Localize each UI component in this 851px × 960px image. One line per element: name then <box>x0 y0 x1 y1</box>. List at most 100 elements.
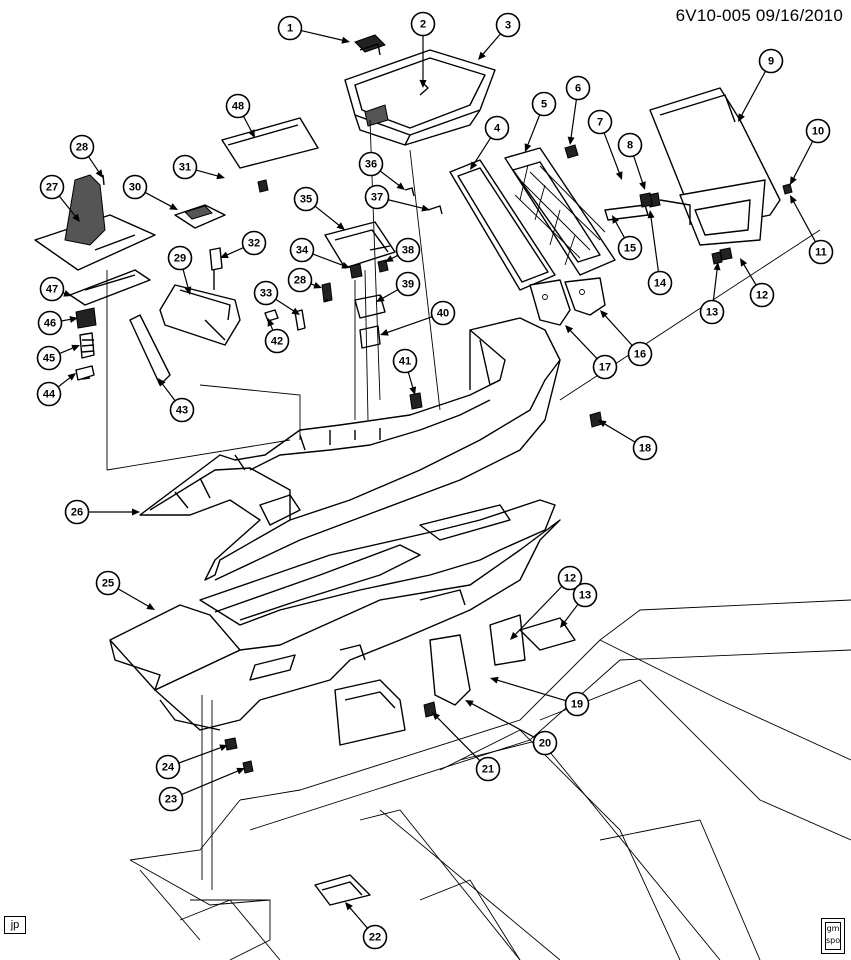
callout-arrowhead-4 <box>470 161 478 170</box>
armrest <box>604 87 793 261</box>
callout-circle <box>395 271 421 297</box>
callout-circle <box>564 691 590 717</box>
callout-label: 25 <box>102 578 114 590</box>
callout-label: 34 <box>296 245 309 257</box>
callout-arrowhead-24 <box>219 744 228 752</box>
callout-label: 23 <box>165 794 177 806</box>
callout-label: 15 <box>624 243 636 255</box>
callout-circle <box>277 15 303 41</box>
callout-44: 44 <box>36 381 62 407</box>
callout-circle <box>253 280 279 306</box>
callout-circle <box>484 115 510 141</box>
callout-3: 3 <box>495 12 521 38</box>
callout-label: 1 <box>287 23 293 35</box>
switch-housing <box>159 117 319 346</box>
callout-7: 7 <box>587 109 613 135</box>
callout-arrowhead-12 <box>740 258 748 267</box>
callout-label: 18 <box>639 443 651 455</box>
callout-label: 8 <box>627 140 633 152</box>
callout-arrowhead-37 <box>421 204 430 212</box>
callout-30: 30 <box>122 174 148 200</box>
gm-spo-logo-text: gm spo <box>825 922 841 950</box>
callout-label: 45 <box>43 353 55 365</box>
callout-label: 13 <box>579 590 591 602</box>
callout-circle <box>69 134 95 160</box>
callout-circle <box>531 91 557 117</box>
callout-arrowhead-46 <box>69 315 78 323</box>
callout-arrowhead-47 <box>63 290 72 297</box>
callout-circle <box>264 328 290 354</box>
callout-43: 43 <box>169 397 195 423</box>
center-plate <box>321 187 443 410</box>
callout-circle <box>241 230 267 256</box>
callout-5: 5 <box>531 91 557 117</box>
callout-circle <box>475 756 501 782</box>
callout-label: 28 <box>76 142 88 154</box>
callout-41: 41 <box>392 348 418 374</box>
callout-arrowhead-17 <box>565 325 574 334</box>
callout-circle <box>358 151 384 177</box>
callout-label: 42 <box>271 336 283 348</box>
callout-circle <box>632 435 658 461</box>
callout-arrowhead-26 <box>132 508 140 516</box>
callout-circle <box>395 237 421 263</box>
callout-circle <box>155 754 181 780</box>
callout-2: 2 <box>410 11 436 37</box>
callout-label: 36 <box>365 159 377 171</box>
callout-circle <box>289 237 315 263</box>
callout-leader-13 <box>563 604 579 624</box>
callout-circle <box>169 397 195 423</box>
callout-label: 4 <box>494 123 501 135</box>
callout-label: 13 <box>706 307 718 319</box>
callout-16: 16 <box>627 341 653 367</box>
callout-arrowhead-32 <box>220 251 229 258</box>
callout-leader-48 <box>243 116 253 133</box>
callout-circle <box>39 276 65 302</box>
callout-26: 26 <box>64 499 90 525</box>
callout-circle <box>287 267 313 293</box>
callout-13: 13 <box>699 299 725 325</box>
callout-leader-40 <box>385 316 432 334</box>
callout-22: 22 <box>362 924 388 950</box>
callout-arrowhead-33 <box>291 307 300 315</box>
callout-15: 15 <box>617 235 643 261</box>
callout-leader-14 <box>650 215 659 272</box>
callout-arrowhead-23 <box>236 767 245 775</box>
callout-arrowhead-35 <box>336 222 345 230</box>
callout-circle <box>364 184 390 210</box>
callout-circle <box>557 565 583 591</box>
callout-leader-39 <box>380 289 398 300</box>
callout-leader-33 <box>275 299 296 313</box>
callout-31: 31 <box>172 154 198 180</box>
storage-compartment <box>344 34 496 146</box>
callout-14: 14 <box>647 270 673 296</box>
callout-leader-41 <box>407 372 414 390</box>
callout-label: 31 <box>179 162 191 174</box>
callout-circle <box>95 570 121 596</box>
callout-21: 21 <box>475 756 501 782</box>
callout-leader-35 <box>315 205 341 227</box>
document-id: 6V10-005 09/16/2010 <box>675 6 843 25</box>
callout-leader-9 <box>740 71 766 118</box>
gm-spo-logo: gm spo <box>821 918 845 954</box>
callout-25: 25 <box>95 570 121 596</box>
callout-circle <box>64 499 90 525</box>
callout-circle <box>617 132 643 158</box>
callout-label: 30 <box>129 182 141 194</box>
callout-arrowhead-14 <box>647 210 655 219</box>
callout-circle <box>36 345 62 371</box>
console-door <box>449 144 616 291</box>
callout-leader-10 <box>792 141 814 180</box>
callout-leader-3 <box>481 33 501 56</box>
callout-circle <box>362 924 388 950</box>
callout-1: 1 <box>277 15 303 41</box>
fasteners <box>106 119 821 906</box>
callout-circle <box>592 354 618 380</box>
callout-arrowhead-45 <box>71 344 80 352</box>
callout-label: 12 <box>564 573 576 585</box>
callout-leader-5 <box>526 114 541 147</box>
callout-9: 9 <box>758 48 784 74</box>
callout-46: 46 <box>37 310 63 336</box>
